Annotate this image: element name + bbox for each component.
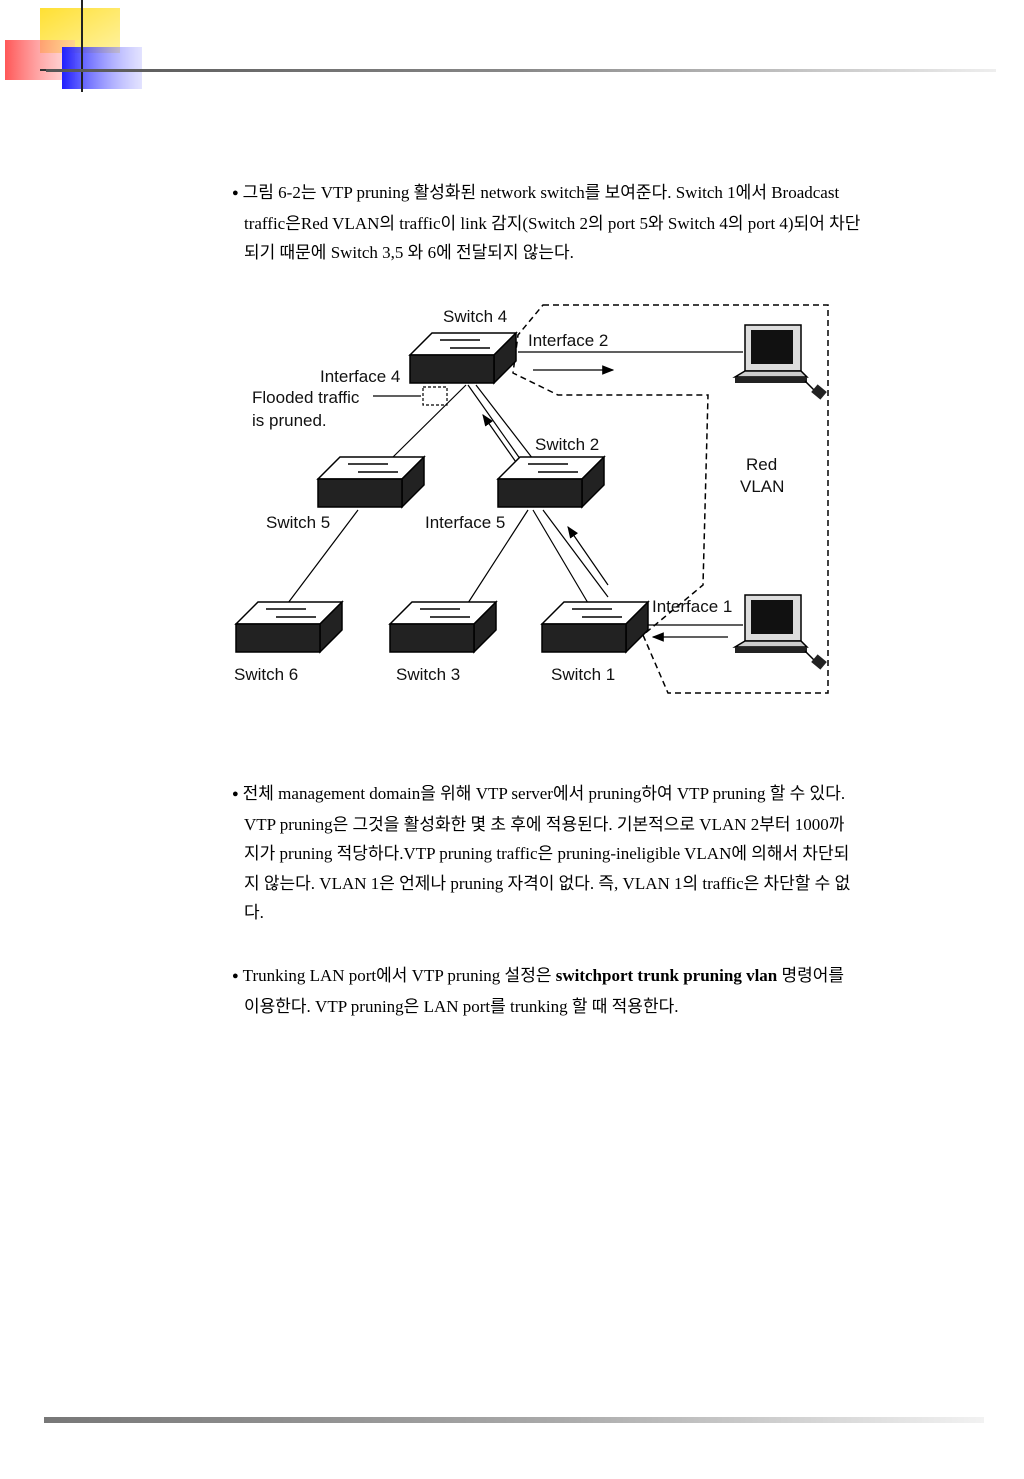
p2-line-5: 다. [244, 903, 264, 922]
p2-line-4: 지 않는다. VLAN 1은 언제나 pruning 자격이 없다. 즉, VL… [244, 873, 851, 893]
label-switch-2: Switch 2 [535, 435, 599, 454]
switch-4-icon [409, 332, 517, 384]
paragraph-3: ●Trunking LAN port에서 VTP pruning 설정은 swi… [232, 961, 957, 1021]
p2-line-1: 전체 management domain을 위해 VTP server에서 pr… [242, 784, 846, 803]
paragraph-2: ●전체 management domain을 위해 VTP server에서 p… [232, 779, 957, 928]
label-interface-4: Interface 4 [320, 367, 400, 386]
switch-1-icon [541, 601, 649, 653]
label-switch-1: Switch 1 [551, 665, 615, 684]
label-switch-5: Switch 5 [266, 513, 330, 532]
bullet-icon: ● [232, 788, 239, 800]
label-switch-3: Switch 3 [396, 665, 460, 684]
label-interface-2: Interface 2 [528, 331, 608, 350]
label-flooded-2: is pruned. [252, 411, 327, 430]
command-name: switchport trunk pruning vlan [555, 966, 778, 985]
paragraph-1: ●그림 6-2는 VTP pruning 활성화된 network switch… [232, 178, 957, 268]
pruned-port-marker [422, 386, 448, 406]
vtp-pruning-diagram: Switch 4 Interface 2 Interface 4 Flooded… [234, 304, 829, 694]
footer-rule [44, 1417, 984, 1423]
label-switch-4: Switch 4 [443, 307, 507, 326]
label-red: Red [746, 455, 777, 474]
p1-line-1: 그림 6-2는 VTP pruning 활성화된 network switch를… [242, 183, 840, 202]
switch-6-icon [235, 601, 343, 653]
p1-line-2: traffic은Red VLAN의 traffic이 link 감지(Switc… [244, 213, 861, 233]
label-flooded-1: Flooded traffic [252, 388, 360, 407]
p3-line-2: 이용한다. VTP pruning은 LAN port를 trunking 할 … [244, 996, 679, 1016]
p3-line-1-pre: Trunking LAN port에서 VTP pruning 설정은 [242, 966, 556, 985]
red-vlan-boundary [512, 304, 829, 694]
p2-line-2: VTP pruning은 그것을 활성화한 몇 초 후에 적용된다. 기본적으로… [244, 814, 845, 834]
p2-line-3: 지가 pruning 적당하다.VTP pruning traffic은 pru… [244, 844, 850, 863]
computer-top-icon [734, 324, 828, 401]
label-interface-1: Interface 1 [652, 597, 732, 616]
slide-logo [5, 0, 150, 92]
p1-line-3: 되기 때문에 Switch 3,5 와 6에 전달되지 않는다. [244, 243, 574, 262]
label-vlan: VLAN [740, 477, 784, 496]
switch-2-icon [497, 456, 605, 508]
label-interface-5: Interface 5 [425, 513, 505, 532]
header-rule [46, 69, 996, 72]
bullet-icon: ● [232, 970, 239, 982]
label-switch-6: Switch 6 [234, 665, 298, 684]
computer-bottom-icon [734, 594, 828, 671]
p3-line-1-post: 명령어를 [777, 966, 845, 985]
switch-3-icon [389, 601, 497, 653]
bullet-icon: ● [232, 187, 239, 199]
switch-5-icon [317, 456, 425, 508]
